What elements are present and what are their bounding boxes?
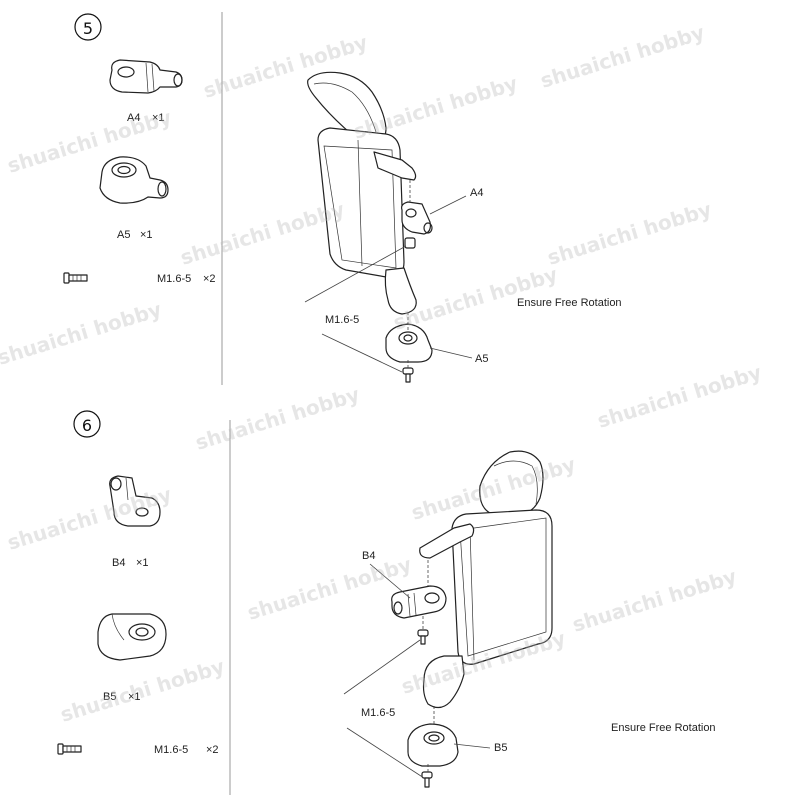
- part-b5-qty: ×1: [128, 691, 141, 703]
- part-b4-illustration: [109, 475, 161, 527]
- part-a5-illustration: [99, 156, 169, 204]
- step-5: 5 A4 ×1 A5 ×1 M1.6-5 ×2: [63, 13, 622, 383]
- watermark: shuaichi hobby: [0, 297, 164, 370]
- part-a4-code: A4: [127, 112, 140, 124]
- callout-a4: A4: [470, 187, 483, 199]
- part-a5-qty: ×1: [140, 229, 153, 241]
- callout-screw-step5: M1.6-5: [325, 314, 359, 326]
- part-a4-qty: ×1: [152, 112, 165, 124]
- part-screw-qty: ×2: [203, 273, 216, 285]
- part-b5-illustration: [97, 613, 167, 661]
- watermark: shuaichi hobby: [544, 197, 714, 270]
- part-screw-illustration: [63, 272, 88, 284]
- part-screw-qty-step6: ×2: [206, 744, 219, 756]
- part-a4-illustration: [109, 59, 183, 94]
- mirror-assembly-step5: [307, 71, 433, 383]
- part-b4-code: B4: [112, 557, 125, 569]
- step-6-circle: [73, 410, 101, 438]
- watermark: shuaichi hobby: [244, 552, 414, 625]
- watermark: shuaichi hobby: [594, 360, 764, 433]
- note-step6: Ensure Free Rotation: [611, 722, 716, 734]
- callout-b5: B5: [494, 742, 507, 754]
- part-screw-illustration-step6: [57, 743, 82, 755]
- step-5-number: 5: [83, 19, 93, 38]
- note-step5: Ensure Free Rotation: [517, 297, 622, 309]
- watermark: shuaichi hobby: [192, 382, 362, 455]
- callout-b4: B4: [362, 550, 375, 562]
- part-a5-code: A5: [117, 229, 130, 241]
- step-6-number: 6: [82, 416, 92, 435]
- watermark: shuaichi hobby: [569, 564, 739, 637]
- step-6: 6 B4 ×1 B5 ×1 M1.6-5 ×2: [57, 410, 716, 788]
- watermark: shuaichi hobby: [177, 197, 347, 270]
- watermark: shuaichi hobby: [537, 20, 707, 93]
- callout-screw-step6: M1.6-5: [361, 707, 395, 719]
- watermark: shuaichi hobby: [57, 654, 227, 727]
- step-5-circle: [74, 13, 102, 41]
- part-b5-code: B5: [103, 691, 116, 703]
- part-screw-code: M1.6-5: [157, 273, 191, 285]
- callout-a5: A5: [475, 353, 488, 365]
- part-b4-qty: ×1: [136, 557, 149, 569]
- part-screw-code-step6: M1.6-5: [154, 744, 188, 756]
- watermark: shuaichi hobby: [4, 105, 174, 178]
